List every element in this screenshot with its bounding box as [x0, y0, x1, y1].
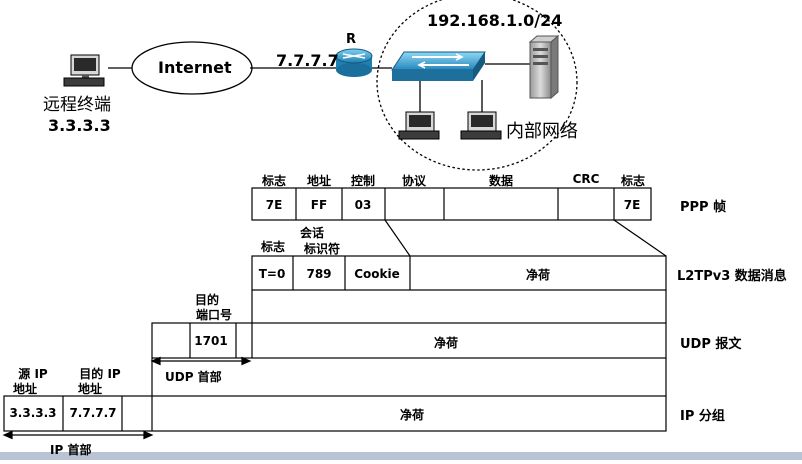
- udp-port-value: 1701: [194, 334, 228, 348]
- l2tp-payload: 净荷: [525, 268, 551, 282]
- internal-computer-icon: [460, 111, 502, 140]
- server-icon: [528, 34, 560, 100]
- internal-computer-icon: [398, 111, 440, 140]
- router-name-label: R: [346, 32, 357, 47]
- ppp-value-flag-end: 7E: [623, 198, 641, 212]
- frame-tables: [3, 187, 667, 432]
- remote-terminal-label: 远程终端: [43, 95, 111, 115]
- l2tp-message-label: L2TPv3 数据消息: [677, 269, 787, 284]
- switch-icon: [391, 51, 486, 81]
- internal-network-label: 内部网络: [506, 121, 578, 142]
- ip-src-header-line2: 地址: [12, 382, 38, 396]
- l2tp-header-session-line1: 会话: [299, 226, 325, 240]
- remote-computer-icon: [63, 54, 105, 87]
- ip-dst-header-line1: 目的 IP: [79, 367, 121, 381]
- network-topology: [108, 0, 578, 171]
- router-icon: [335, 48, 373, 77]
- internal-network-boundary: [376, 0, 578, 171]
- ppp-value-flag: 7E: [265, 198, 283, 212]
- l2tp-header-flag: 标志: [260, 240, 286, 254]
- udp-datagram: [151, 322, 667, 359]
- ppp-value-address: FF: [310, 198, 328, 212]
- ip-payload: 净荷: [399, 408, 425, 422]
- ip-header-brace-label: IP 首部: [50, 443, 92, 457]
- ppp-header-flag-end: 标志: [620, 174, 646, 188]
- ip-dst-value: 7.7.7.7: [69, 406, 117, 420]
- l2tp-header-session-line2: 标识符: [303, 242, 341, 256]
- ppp-frame-label: PPP 帧: [680, 200, 727, 215]
- ip-packet: [3, 395, 667, 432]
- ip-dst-header-line2: 地址: [77, 382, 103, 396]
- l2tp-message: [251, 255, 667, 291]
- ppp-header-data: 数据: [488, 174, 514, 188]
- ppp-header-control: 控制: [350, 174, 376, 188]
- udp-header-line1: 目的: [194, 293, 220, 307]
- l2tp-value-cookie: Cookie: [354, 267, 400, 281]
- udp-payload: 净荷: [433, 336, 459, 350]
- remote-ip-label: 3.3.3.3: [48, 116, 111, 135]
- ip-src-header-line1: 源 IP: [18, 367, 48, 381]
- ppp-header-protocol: 协议: [401, 174, 427, 188]
- udp-header-line2: 端口号: [195, 308, 233, 322]
- internet-label: Internet: [158, 58, 232, 77]
- udp-header-brace: [150, 356, 252, 366]
- ppp-header-flag: 标志: [261, 174, 287, 188]
- ppp-header-address: 地址: [306, 174, 332, 188]
- ip-src-value: 3.3.3.3: [9, 406, 57, 420]
- router-ip-label: 7.7.7.7: [276, 51, 339, 70]
- l2tp-value-type: T=0: [258, 267, 286, 281]
- ppp-value-control: 03: [354, 198, 372, 212]
- ip-header-brace: [2, 430, 154, 440]
- internet-cloud: [131, 41, 253, 95]
- ip-packet-label: IP 分组: [680, 409, 725, 424]
- l2tp-value-session: 789: [306, 267, 332, 281]
- ppp-frame: [251, 187, 652, 221]
- udp-datagram-label: UDP 报文: [680, 337, 742, 352]
- bottom-strip: [0, 452, 802, 460]
- udp-header-brace-label: UDP 首部: [165, 370, 222, 384]
- subnet-label: 192.168.1.0/24: [427, 11, 563, 30]
- ppp-header-crc: CRC: [572, 172, 600, 186]
